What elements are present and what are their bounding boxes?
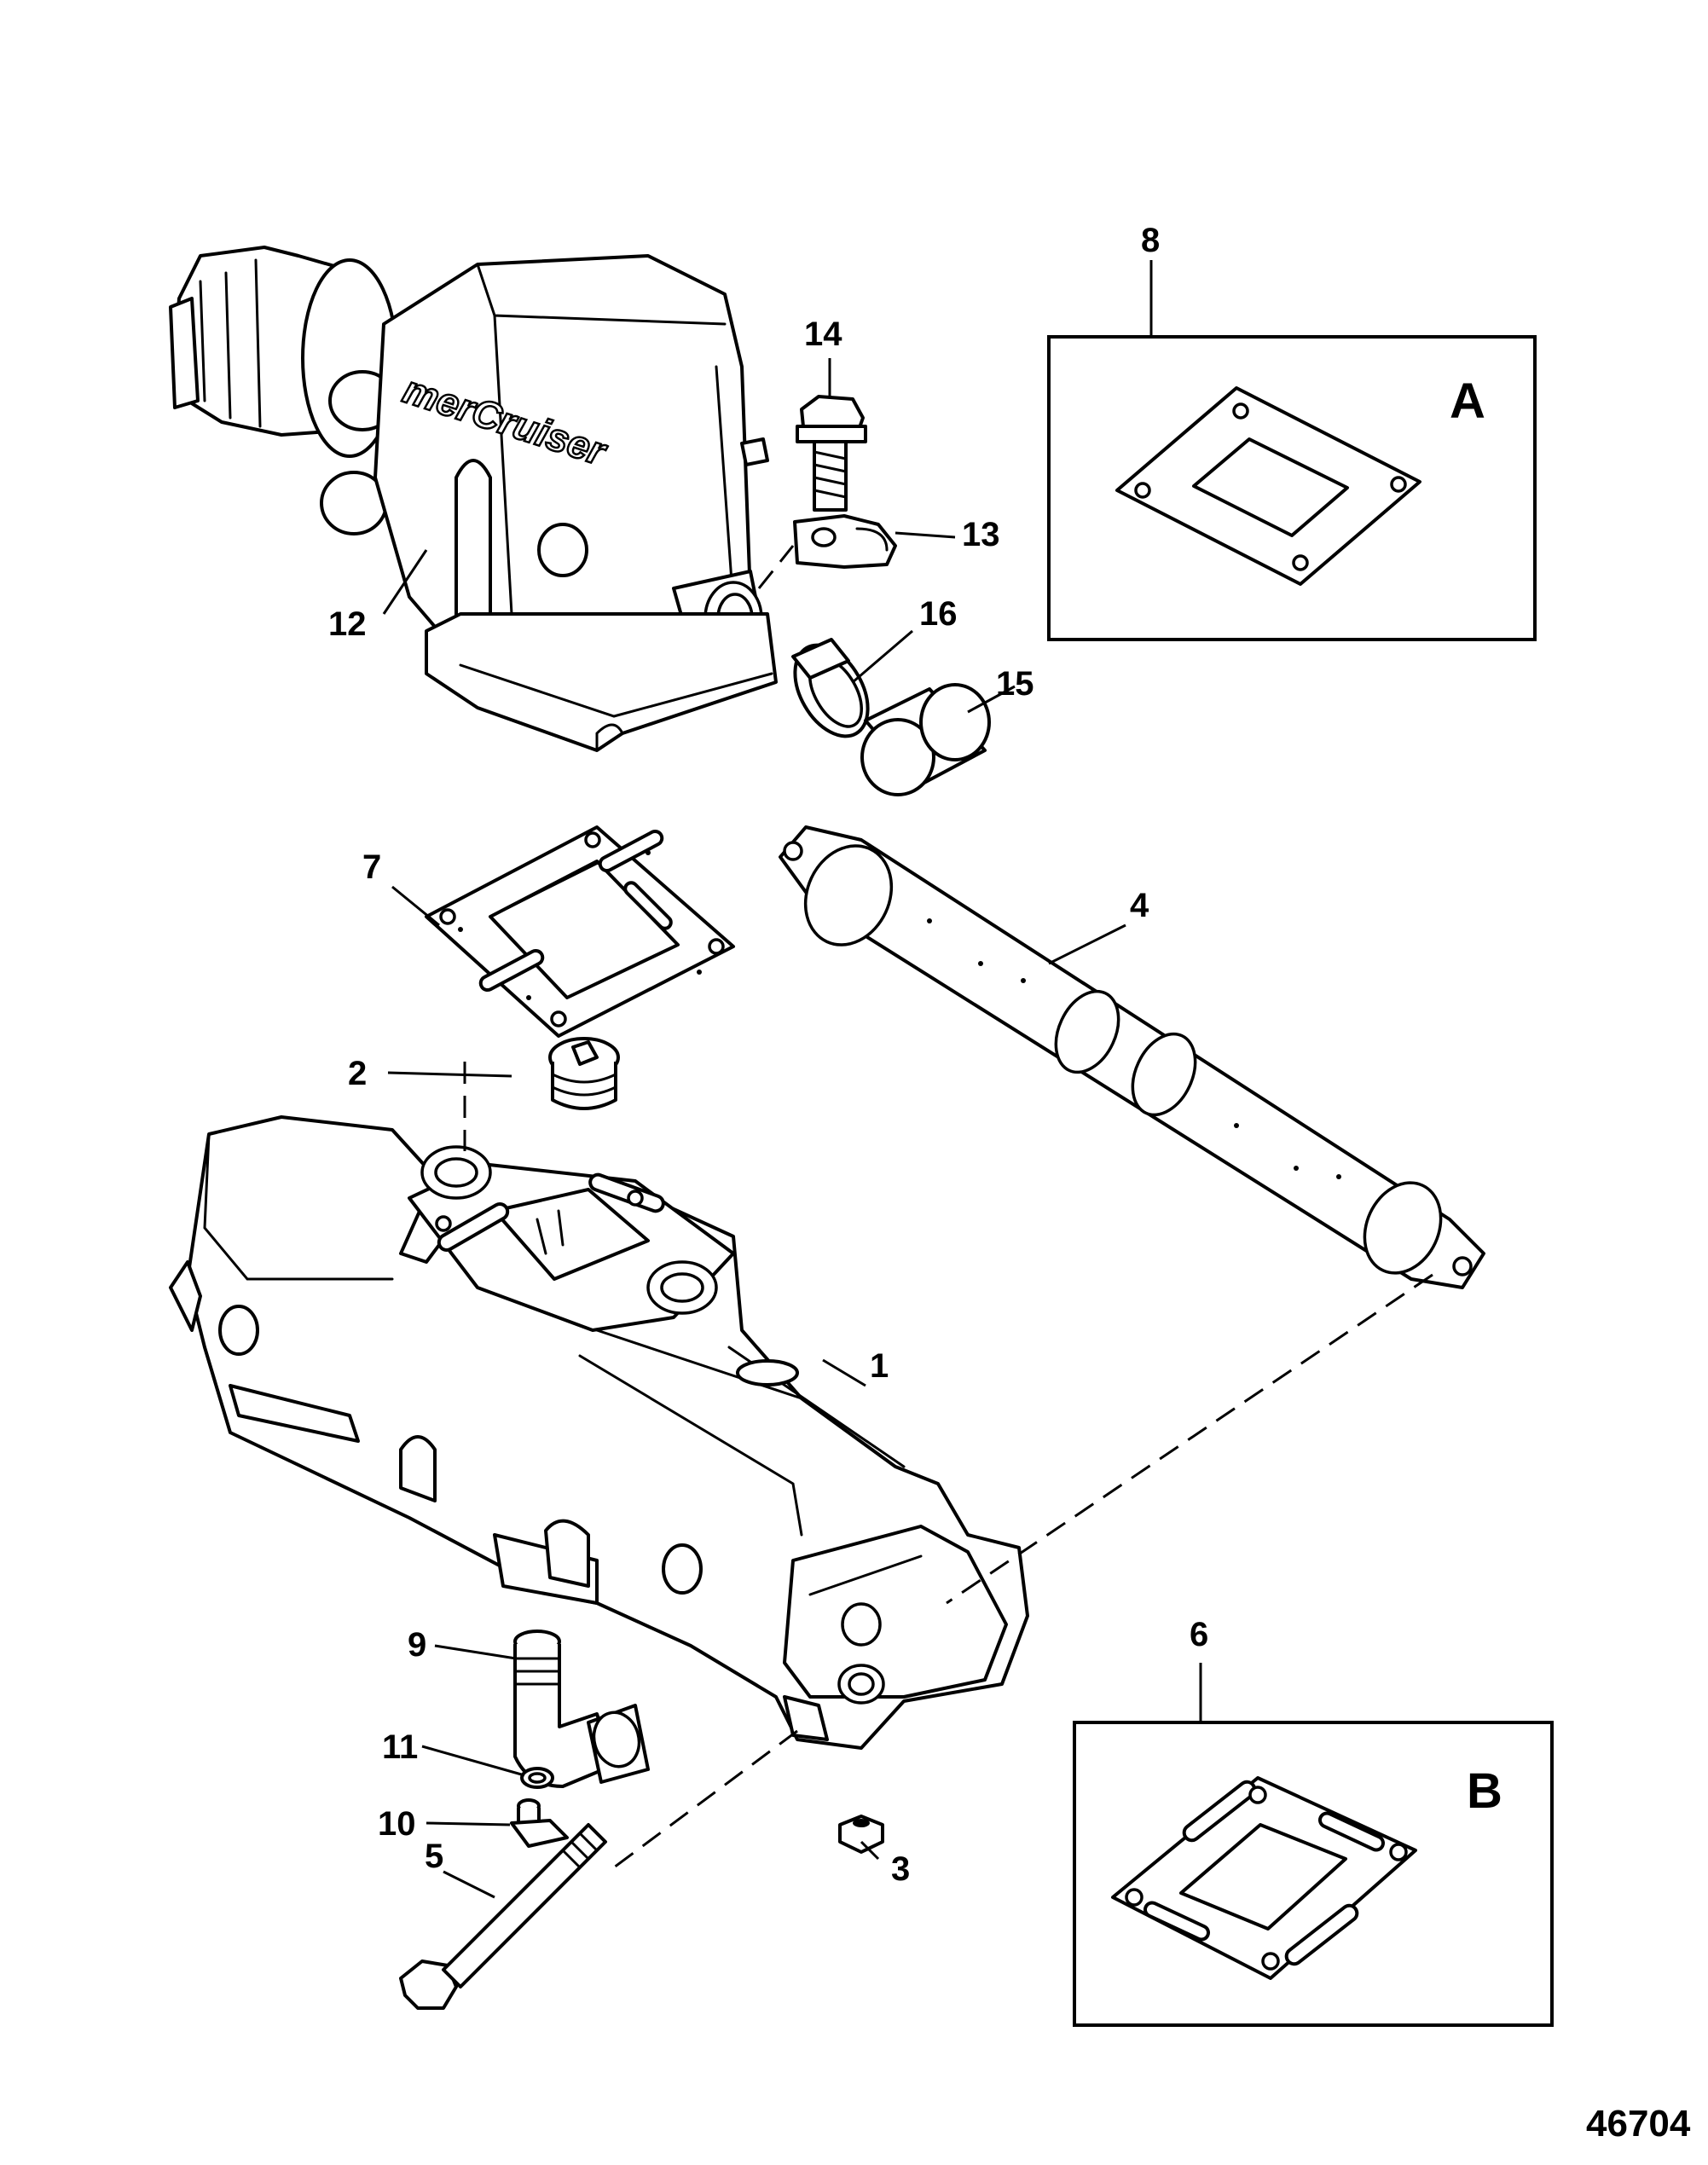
part-10-drain-plug [510,1798,569,1848]
callout-2: 2 [348,1055,367,1092]
callout-14: 14 [804,315,842,353]
figure-id: 46704 [1586,2103,1691,2145]
callout-8: 8 [1141,222,1160,259]
part-16-hose-clamp [791,638,870,738]
part-11-o-ring [520,1767,554,1789]
part-12-exhaust-elbow: merCruiser [169,246,778,752]
inset-a-box: A [1047,335,1537,641]
callout-3: 3 [891,1850,910,1888]
part-5-long-bolt [399,1823,607,2010]
callout-9: 9 [408,1626,426,1664]
part-4-manifold-gasket [779,825,1485,1289]
part-1-exhaust-manifold [169,1115,1029,1750]
part-15-hose [860,683,991,796]
callout-16: 16 [919,595,958,633]
callout-4: 4 [1130,887,1149,924]
callout-1: 1 [870,1347,889,1385]
part-2-pipe-plug [548,1037,620,1110]
callout-11: 11 [382,1728,418,1766]
callout-7: 7 [362,848,381,886]
callout-15: 15 [996,665,1034,703]
part-14-bolt [796,358,867,512]
callout-6: 6 [1190,1616,1208,1653]
leader-lines [382,260,1202,1899]
part-13-clip [793,514,897,569]
callout-10: 10 [378,1805,416,1843]
alignment-lines [463,545,1433,1869]
callout-13: 13 [962,516,1000,553]
part-9-elbow-fitting [513,1630,650,1788]
part-7-gasket [425,825,735,1038]
part-3-nut [838,1815,884,1854]
callout-5: 5 [425,1838,443,1875]
inset-b-box: B [1073,1721,1554,2027]
callout-12: 12 [328,605,367,643]
inset-a-label: A [1450,373,1485,429]
callout-labels: 1 2 3 4 5 6 7 8 9 10 11 12 13 14 15 16 [328,222,1208,1888]
inset-b-label: B [1467,1763,1502,1819]
